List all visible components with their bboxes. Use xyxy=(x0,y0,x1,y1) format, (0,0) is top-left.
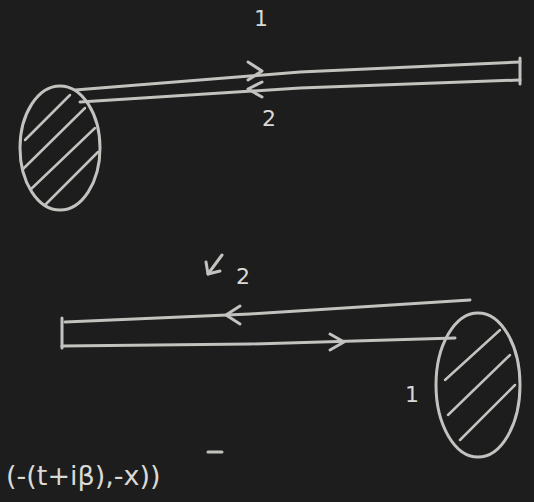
hatched-cap xyxy=(436,313,520,457)
arrow-left xyxy=(226,306,240,324)
coordinate-label: (-(t+iβ),-x)) xyxy=(6,462,161,489)
branch-number: 2 xyxy=(262,108,276,130)
overbar xyxy=(208,451,222,454)
map-arrow-head xyxy=(206,262,220,274)
hatching xyxy=(22,95,98,205)
tube-end xyxy=(61,318,64,348)
tube-line xyxy=(75,62,520,90)
arrow-right xyxy=(330,334,344,350)
hatched-cap xyxy=(20,86,100,210)
hatching xyxy=(445,330,515,440)
tube-line xyxy=(62,338,455,346)
tube-end xyxy=(519,58,522,84)
branch-number: 2 xyxy=(236,266,250,288)
tube-line xyxy=(80,80,520,102)
tube-line xyxy=(65,300,470,322)
branch-number: 1 xyxy=(254,8,268,30)
branch-number: 1 xyxy=(405,384,419,406)
arrow-right xyxy=(248,62,262,80)
arrow-left xyxy=(248,82,262,97)
